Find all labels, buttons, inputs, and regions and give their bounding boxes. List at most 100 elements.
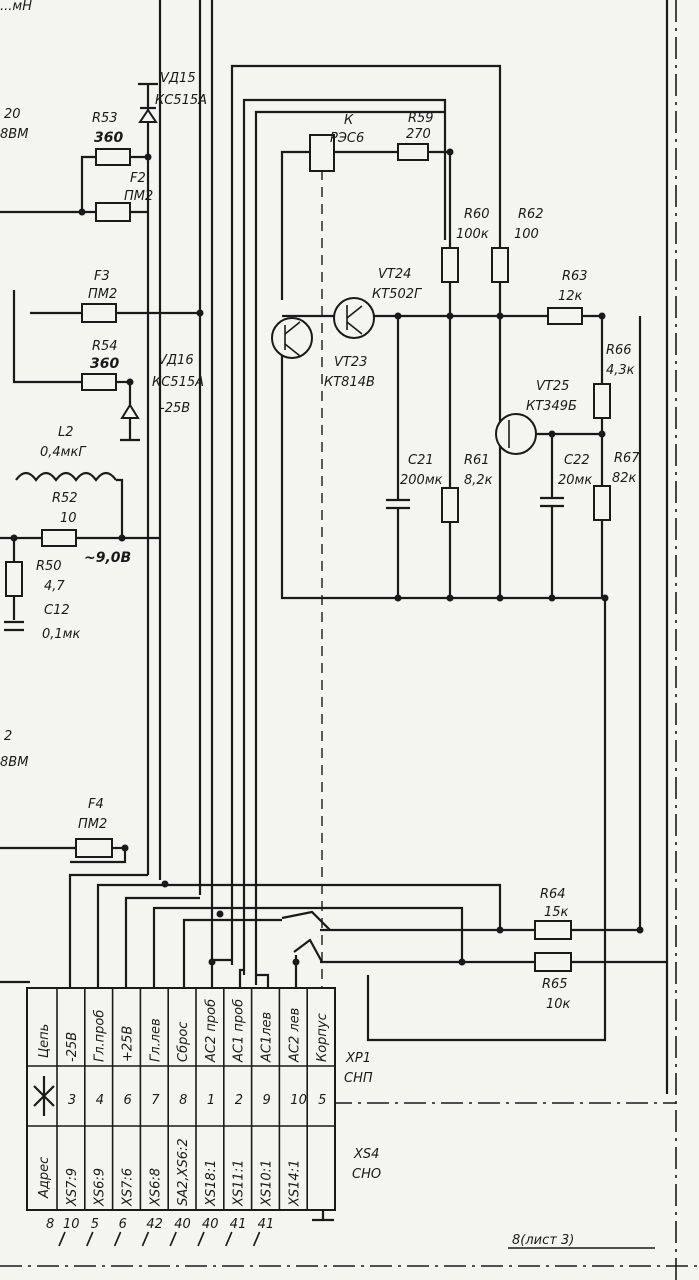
label-vd16-voltage: -25В [160,401,190,416]
label-f3-ref: F3 [94,269,110,284]
wire-number: 40 [174,1217,191,1232]
label-r64-value: 15к [544,905,569,920]
connector-signal: +25В [121,1026,136,1062]
wire-number: 42 [146,1217,163,1232]
node-f3-right [196,309,204,317]
connector-contact: 5 [318,1093,326,1108]
connector-contact: 2 [235,1093,243,1108]
label-r63-ref: R63 [562,269,588,284]
connector-address: XS10:1 [260,1160,275,1207]
node-bus-4 [548,594,556,602]
label-vt25-ref: VT25 [536,379,569,394]
resistor-r63 [547,307,583,325]
transistor-vt23 [271,317,313,359]
label-vd15-value: КС515А [155,93,207,108]
inductor-l2 [15,471,117,482]
label-f4-ref: F4 [88,797,104,812]
label-r67-ref: R67 [614,451,640,466]
wire-l2-right [116,478,124,538]
resistor-r54 [81,373,117,391]
resistor-r53 [95,148,131,166]
connector-contact: 9 [263,1093,271,1108]
wire-f4-down [70,848,127,864]
fan-wire-5 [182,918,282,990]
wire-number-first: 8 [46,1217,54,1232]
node-r52 [118,534,126,542]
wire-number: 10 [63,1217,80,1232]
connector-contact: 1 [207,1093,215,1108]
label-r67-value: 82к [612,471,637,486]
node-fan-4 [292,958,300,966]
resistor-r60 [441,247,459,283]
connector-address: XS18:1 [204,1160,219,1207]
wire-number: 41 [258,1217,275,1232]
label-edge-mid: 2 [4,729,12,744]
resistor-r62 [491,247,509,283]
label-vt24-value: КТ502Г [372,287,423,302]
label-xp1-ref: XP1 [345,1051,371,1066]
connector-signal: Сброс [176,1022,191,1062]
label-relay-ref: К [344,113,354,128]
label-f2-value: ПМ2 [124,189,153,204]
label-vt23-ref: VT23 [334,355,367,370]
label-c21-value: 200мк [400,473,443,488]
connector-table: -25В3XS7:9Гл.проб4XS6:9+25В6XS7:6Гл.лев7… [26,987,336,1211]
fan-wire-6 [210,958,232,990]
label-r60-ref: R60 [464,207,490,222]
resistor-r61 [441,487,459,523]
fan-wire-4 [152,906,464,990]
label-vt25-value: КТ349Б [526,399,577,414]
wire-tick [197,1231,205,1247]
label-r50-value: 4,7 [44,579,65,594]
label-vd15-ref: VД15 [160,71,196,86]
label-r54-ref: R54 [92,339,118,354]
node-r61-top [446,312,454,320]
connector-address: XS7:9 [65,1168,80,1207]
wire-relay-left [280,150,310,300]
connector-address: XS14:1 [287,1160,302,1207]
wire-tick [141,1231,150,1247]
label-c22-ref: С22 [564,453,590,468]
connector-contact: 3 [68,1093,76,1108]
label-r64-ref: R64 [540,887,566,902]
label-c22-value: 20мк [558,473,592,488]
label-r66-ref: R66 [606,343,632,358]
fan-wire-8 [256,973,270,990]
node-r64 [636,926,644,934]
connector-address: XS11:1 [232,1160,247,1207]
label-l2-ref: L2 [58,425,74,440]
node-fan-2 [216,910,224,918]
node-bus-3 [496,594,504,602]
transistor-vt25 [495,413,537,455]
resistor-r66 [593,383,611,419]
label-f3-value: ПМ2 [88,287,117,302]
wire-number: 40 [202,1217,219,1232]
vt23-collector [284,343,301,357]
wire-loop-outer [230,64,502,965]
node-r62-bus [496,312,504,320]
resistor-r50 [5,561,23,597]
node-r66 [598,430,606,438]
connector-address: XS6:8 [148,1168,163,1207]
node-fan-3 [208,958,216,966]
connector-contact: 7 [151,1093,160,1108]
resistor-r65 [534,952,572,972]
label-r54-value: 360 [90,356,119,372]
fuse-f3 [81,303,117,323]
wire-number: 5 [91,1217,99,1232]
label-r60-value: 100к [456,227,489,242]
resistor-r67 [593,485,611,521]
wire-number: 41 [230,1217,247,1232]
node-bus-2 [446,594,454,602]
transistor-vt24 [333,297,375,339]
vt24-collector [346,321,363,335]
wire-loop-inner [254,110,445,985]
label-r59-value: 270 [406,127,431,142]
zener-vd16 [120,403,140,419]
wire-tick [58,1231,66,1247]
node-fan-1 [161,880,169,888]
fan-wire-3 [124,896,200,990]
label-r65-ref: R65 [542,977,568,992]
